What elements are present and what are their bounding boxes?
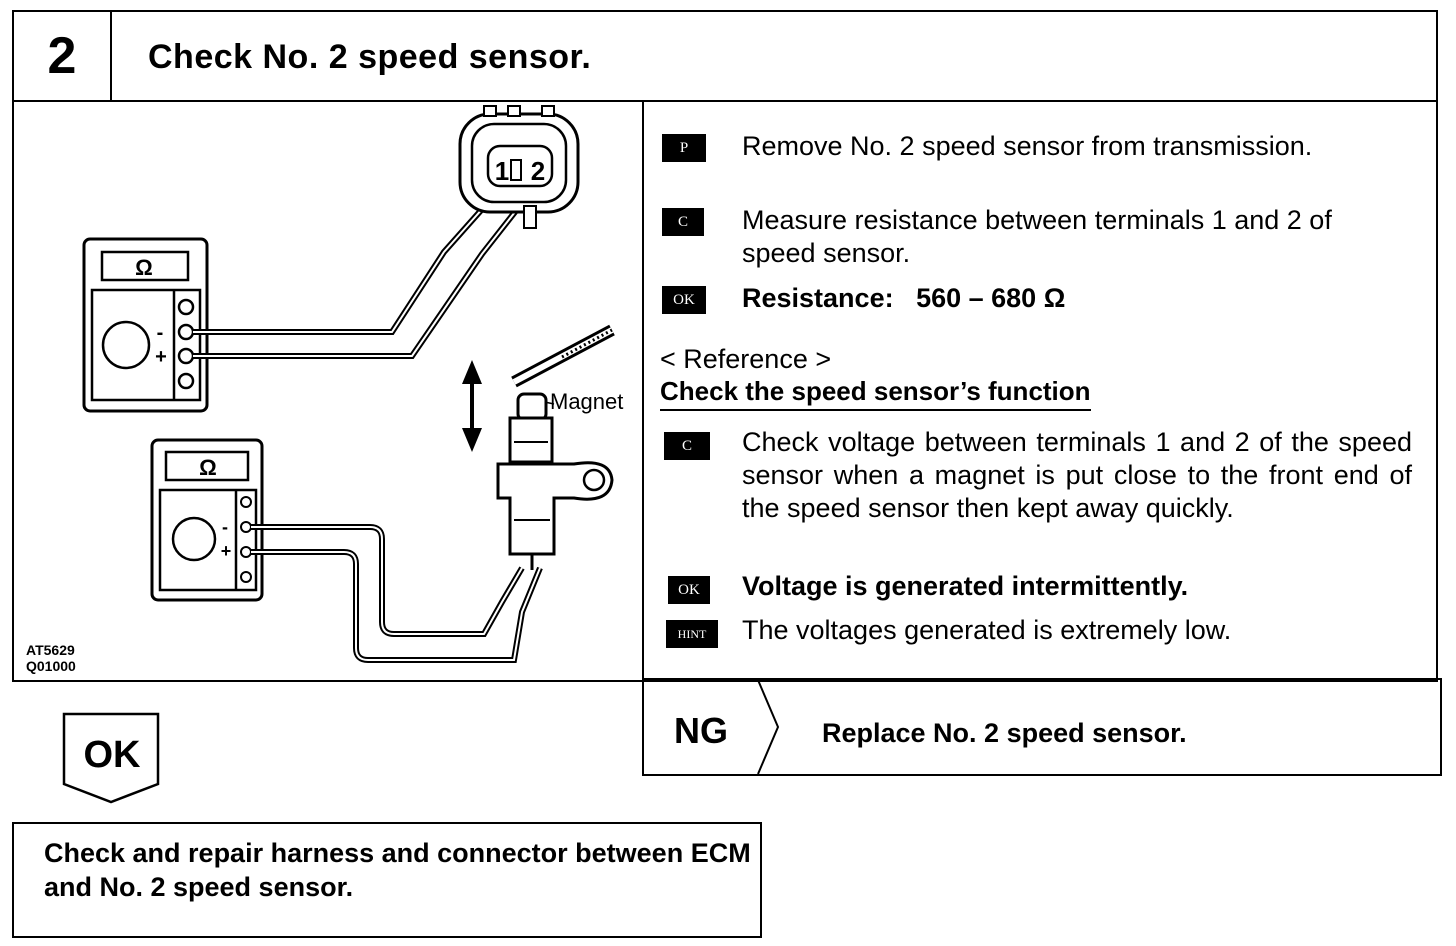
step-header: 2 Check No. 2 speed sensor. [12,10,1438,102]
pin-1-label: 1 [495,156,509,186]
ohmmeter-lower-icon [150,438,264,602]
plus-label-upper: + [155,346,167,368]
resistance-spec: Resistance: 560 – 680 Ω [742,283,1066,313]
reference-label: < Reference > [660,344,832,374]
figure-code-2: Q01000 [26,658,76,674]
instruction-text: Check voltage between terminals 1 and 2 … [742,427,1412,523]
step-number: 2 [14,12,112,100]
ng-action: Replace No. 2 speed sensor. [822,718,1187,748]
wiring-diagram: Ω - + 1 2 [14,102,642,680]
hint-text: The voltages generated is extremely low. [742,615,1232,645]
tag-ok: OK [662,286,706,314]
minus-label-upper: - [157,322,164,344]
ohm-symbol-upper: Ω [135,255,153,280]
pin-2-label: 2 [531,156,545,186]
minus-label-lower: - [222,517,228,537]
next-step-text: Check and repair harness and connector b… [44,838,751,902]
next-step-box: Check and repair harness and connector b… [12,822,762,938]
sensor-connector-icon [458,105,580,229]
plus-label-lower: + [221,541,232,561]
magnet-icon [511,324,615,388]
step-title: Check No. 2 speed sensor. [148,38,592,76]
up-down-arrow-icon [462,360,482,452]
tag-c: C [664,432,710,460]
ok-arrow-icon [62,712,160,804]
tag-c: C [662,208,704,236]
speed-sensor-icon [496,392,614,570]
ng-chevron-icon [757,680,780,774]
ok-marker: OK [62,712,162,804]
instruction-text: Measure resistance between terminals 1 a… [742,205,1332,268]
instruction-text: Remove No. 2 speed sensor from transmiss… [742,131,1313,161]
tag-p: P [662,134,706,162]
magnet-label: Magnet [550,389,623,414]
ok-label: OK [83,734,141,776]
figure-code-1: AT5629 [26,642,75,658]
procedure-box: Ω - + 1 2 [12,100,1438,682]
tag-hint: HINT [666,620,718,648]
voltage-spec: Voltage is generated intermittently. [742,571,1189,601]
instructions-panel: P Remove No. 2 speed sensor from transmi… [644,102,1438,680]
column-divider [642,102,644,680]
tag-ok: OK [668,576,710,604]
ohmmeter-upper-icon [82,237,209,413]
ohm-symbol-lower: Ω [199,455,217,480]
ng-result-box: NG Replace No. 2 speed sensor. [642,678,1442,776]
ng-label: NG [674,710,728,751]
diagram-illustration: Ω - + 1 2 [26,105,623,674]
reference-title: Check the speed sensor’s function [660,376,1091,411]
